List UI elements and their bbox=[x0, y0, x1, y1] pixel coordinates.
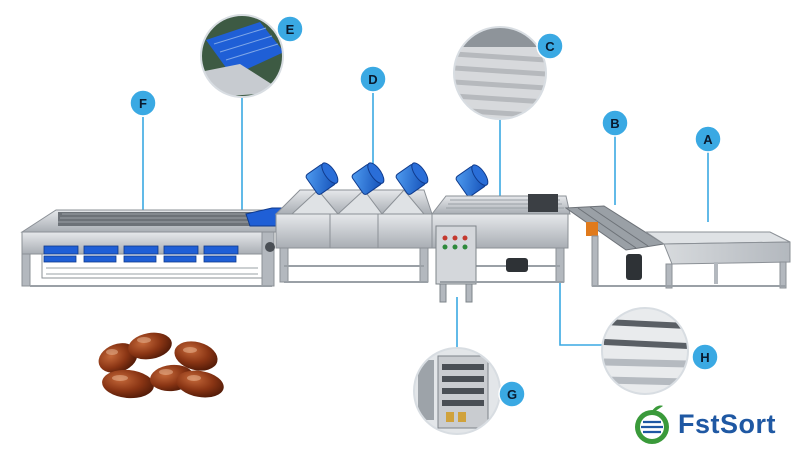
marker-f: F bbox=[129, 89, 157, 117]
marker-label-a: A bbox=[703, 132, 713, 147]
grading-machine bbox=[20, 209, 283, 287]
apple-logo-icon bbox=[635, 405, 669, 444]
brand-name: FstSort bbox=[678, 408, 776, 439]
marker-label-c: C bbox=[545, 39, 555, 54]
marker-label-b: B bbox=[610, 116, 619, 131]
marker-g: G bbox=[498, 380, 526, 408]
inset-frame-h bbox=[601, 307, 689, 395]
inset-frame-c bbox=[453, 26, 547, 120]
leader-lines bbox=[142, 93, 709, 348]
marker-d: D bbox=[359, 65, 387, 93]
marker-label-g: G bbox=[507, 387, 517, 402]
inset-photo-c bbox=[454, 27, 546, 119]
marker-label-h: H bbox=[700, 350, 709, 365]
inset-frame-e bbox=[200, 14, 284, 98]
brand-logo: FstSort bbox=[630, 404, 776, 444]
marker-c: C bbox=[536, 32, 564, 60]
marker-label-f: F bbox=[139, 96, 147, 111]
marker-b: B bbox=[601, 109, 629, 137]
air-dryer bbox=[274, 162, 489, 283]
inset-photo-e bbox=[201, 15, 283, 97]
marker-h: H bbox=[691, 343, 719, 371]
soaking-tank bbox=[644, 231, 791, 289]
marker-a: A bbox=[694, 125, 722, 153]
inclined-elevator bbox=[564, 205, 666, 287]
inset-photo-g bbox=[414, 348, 500, 434]
dates-product-image bbox=[98, 332, 224, 399]
base-frame bbox=[30, 281, 786, 287]
marker-label-d: D bbox=[368, 72, 377, 87]
control-cabinet bbox=[435, 225, 477, 303]
blower-fans bbox=[305, 162, 489, 197]
marker-label-e: E bbox=[286, 22, 295, 37]
marker-e: E bbox=[276, 15, 304, 43]
